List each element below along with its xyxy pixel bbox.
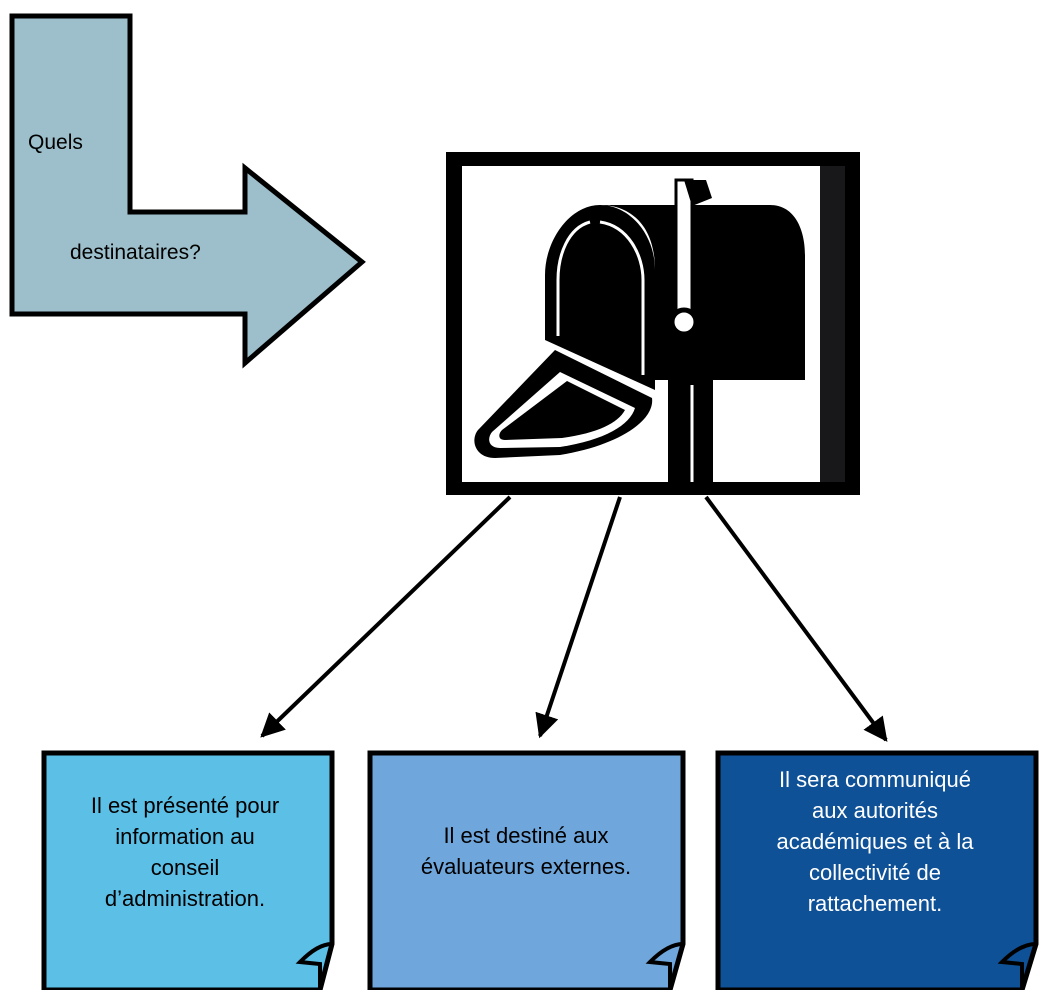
note-3 bbox=[715, 750, 1039, 990]
connector-arrow-1 bbox=[260, 495, 512, 738]
mailbox-icon bbox=[474, 178, 805, 482]
bent-arrow bbox=[9, 13, 366, 369]
note-1 bbox=[41, 750, 335, 990]
question-line-2: destinataires? bbox=[70, 241, 201, 264]
connector-arrow-2 bbox=[535, 496, 622, 739]
note-3-text: Il sera communiqué aux autorités académi… bbox=[776, 767, 974, 916]
connector-arrow-3 bbox=[704, 495, 888, 742]
note-1-text: Il est présenté pour information au cons… bbox=[90, 793, 280, 911]
note-2-text: Il est destiné aux évaluateurs externes. bbox=[420, 823, 632, 879]
question-line-1: Quels bbox=[28, 131, 83, 154]
note-2 bbox=[367, 750, 686, 990]
